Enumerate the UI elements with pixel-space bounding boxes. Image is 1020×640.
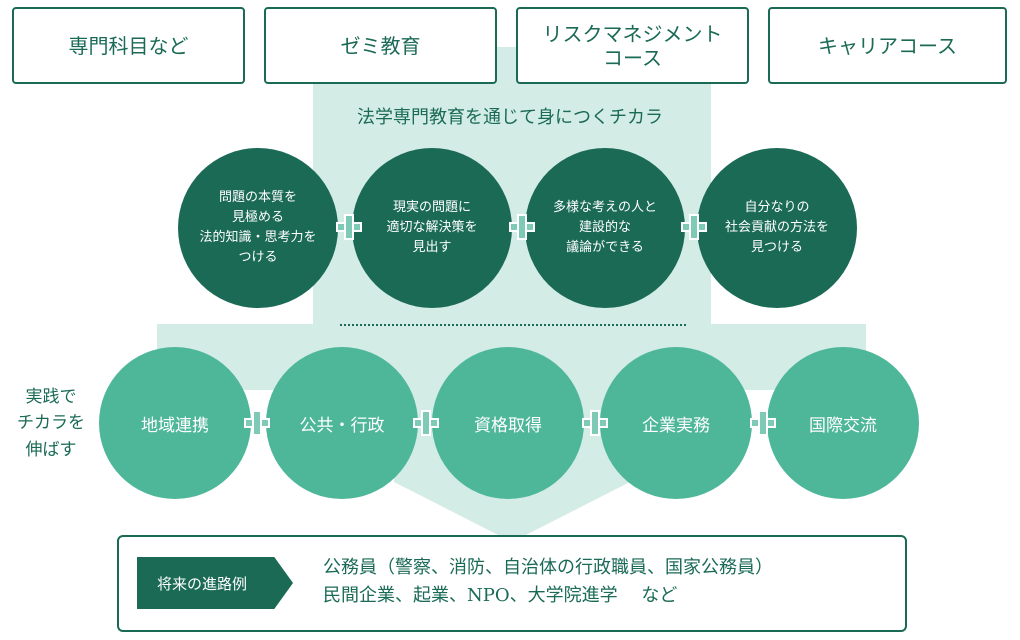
plus-icon: [582, 410, 608, 436]
plus-icon: [509, 214, 535, 240]
side-label: 実践で チカラを 伸ばす: [17, 387, 85, 460]
ability-circle-constructive-discussion: 多様な考えの人と 建設的な 議論ができる: [525, 148, 685, 308]
plus-icon: [750, 410, 776, 436]
plus-icon: [413, 410, 439, 436]
career-examples: 公務員（警察、消防、自治体の行政職員、国家公務員） 民間企業、起業、NPO、大学…: [323, 554, 773, 610]
career-box: 将来の進路例 公務員（警察、消防、自治体の行政職員、国家公務員） 民間企業、起業…: [117, 535, 907, 632]
practice-circle-business: 企業実務: [600, 347, 752, 499]
divider-dotted: [340, 324, 686, 326]
career-tag: 将来の進路例: [137, 557, 293, 609]
plus-icon: [244, 410, 270, 436]
top-box-specialized-subjects: 専門科目など: [12, 7, 245, 84]
top-box-seminar: ゼミ教育: [264, 7, 497, 84]
plus-icon: [681, 214, 707, 240]
plus-icon: [336, 214, 362, 240]
career-line-1: 公務員（警察、消防、自治体の行政職員、国家公務員）: [323, 557, 773, 578]
career-line-2: 民間企業、起業、NPO、大学院進学 など: [323, 584, 678, 606]
practice-circle-international: 国際交流: [767, 347, 919, 499]
practice-circle-public: 公共・行政: [266, 347, 418, 499]
ability-circle-social-contribution: 自分なりの 社会貢献の方法を 見つける: [697, 148, 857, 308]
practice-circle-regional: 地域連携: [99, 347, 251, 499]
top-box-career-course: キャリアコース: [768, 7, 1007, 84]
top-box-risk-management: リスクマネジメント コース: [516, 7, 749, 84]
ability-circle-problem-solving: 現実の問題に 適切な解決策を 見出す: [352, 148, 512, 308]
section-title: 法学専門教育を通じて身につくチカラ: [357, 107, 663, 128]
ability-circle-legal-thinking: 問題の本質を 見極める 法的知識・思考力を つける: [178, 148, 338, 308]
practice-circle-qualification: 資格取得: [432, 347, 584, 499]
